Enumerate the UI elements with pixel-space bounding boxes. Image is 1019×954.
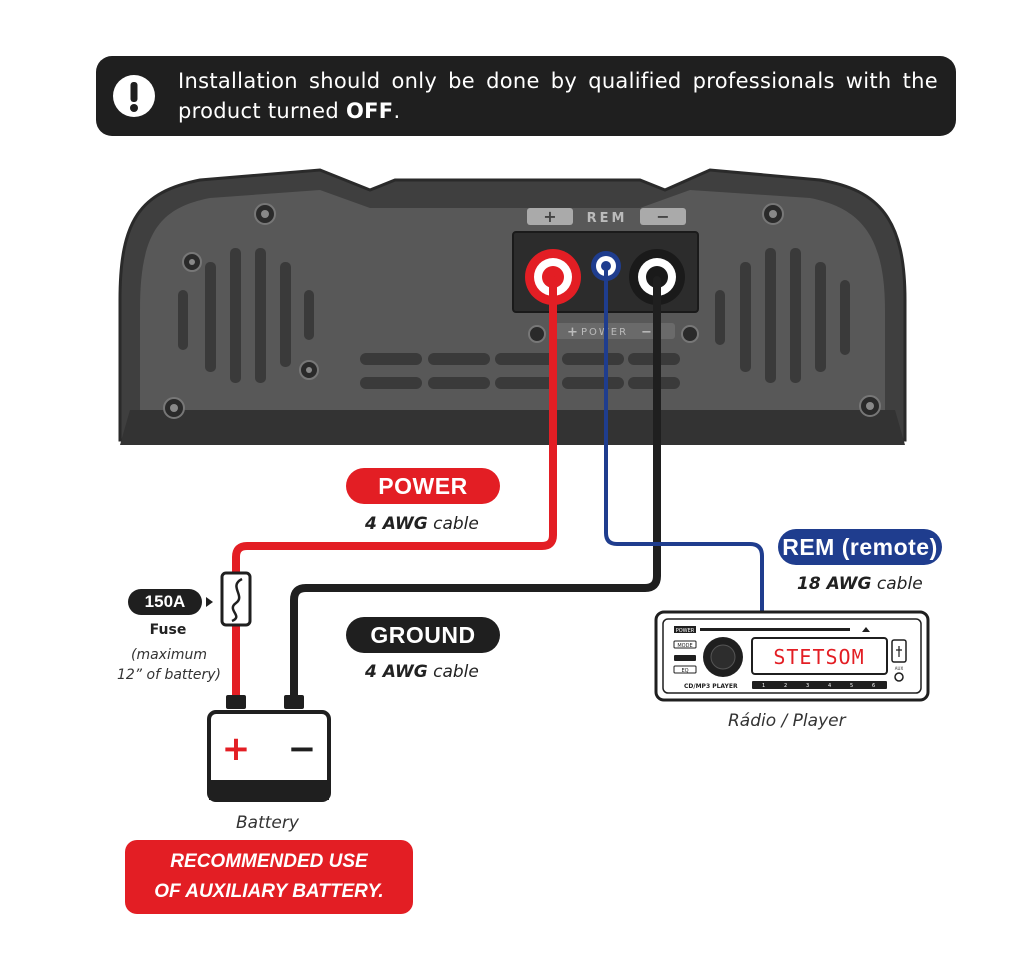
power-cable-spec: 4 AWG cable (365, 514, 479, 534)
ground-cable-spec: 4 AWG cable (365, 662, 479, 682)
preset-2: 2 (784, 683, 787, 689)
ground-label-badge: GROUND (346, 617, 500, 653)
fuse-icon (220, 571, 252, 627)
battery-minus-label: − (288, 729, 317, 769)
rem-label-badge: REM (remote) (778, 529, 942, 565)
radio-player: POWER MODE EQ STETSOM AUX CD/MP3 PLAYER … (654, 610, 930, 702)
radio-caption: Rádio / Player (728, 711, 846, 731)
amp-power-label: POWER (581, 327, 628, 338)
radio-eq-button: EQ (681, 668, 688, 674)
radio-display-text: STETSOM (773, 645, 864, 669)
radio-preset-bar: 1 2 3 4 5 6 (752, 681, 887, 689)
fuse-rating-badge: 150A (128, 589, 202, 615)
preset-1: 1 (762, 683, 765, 689)
exclamation-icon (113, 75, 155, 117)
warning-banner: Installation should only be done by qual… (96, 56, 956, 136)
preset-5: 5 (850, 683, 853, 689)
warning-emphasis: OFF (346, 99, 394, 123)
amp-rem-label: REM (587, 211, 628, 226)
warning-text: Installation should only be done by qual… (178, 69, 938, 123)
power-label-badge: POWER (346, 468, 500, 504)
preset-3: 3 (806, 683, 809, 689)
radio-display (751, 637, 888, 675)
fuse-note-line2: 12” of battery) (116, 667, 222, 683)
radio-aux-label: AUX (895, 666, 904, 671)
preset-4: 4 (828, 683, 831, 689)
radio-model-label: CD/MP3 PLAYER (684, 683, 738, 690)
fuse-pointer-icon (206, 597, 213, 607)
fuse-note: (maximum 12” of battery) (94, 645, 244, 685)
rem-cable-spec: 18 AWG cable (797, 574, 923, 594)
amp-plus-label: + (543, 207, 556, 226)
preset-6: 6 (872, 683, 875, 689)
recommendation-line2: OF AUXILIARY BATTERY. (154, 881, 384, 902)
amplifier: + REM − + POWER − (118, 168, 907, 445)
fuse-note-line1: (maximum (130, 647, 207, 663)
recommendation-line1: RECOMMENDED USE (170, 851, 368, 872)
battery-caption: Battery (236, 813, 299, 833)
battery-plus-label: + (222, 729, 251, 769)
fuse-label: Fuse (149, 622, 187, 638)
amp-power-plus: + (567, 325, 578, 340)
power-cable (232, 276, 557, 704)
ground-cable (290, 276, 661, 704)
aux-jack-icon (894, 672, 904, 682)
amp-power-minus: − (641, 325, 652, 340)
auxiliary-battery-recommendation: RECOMMENDED USE OF AUXILIARY BATTERY. (125, 840, 413, 914)
rem-cable (604, 264, 764, 614)
radio-power-button: POWER (676, 628, 695, 634)
battery-icon: + − (207, 695, 331, 802)
amp-minus-label: − (656, 207, 669, 226)
radio-mode-button: MODE (677, 643, 692, 649)
